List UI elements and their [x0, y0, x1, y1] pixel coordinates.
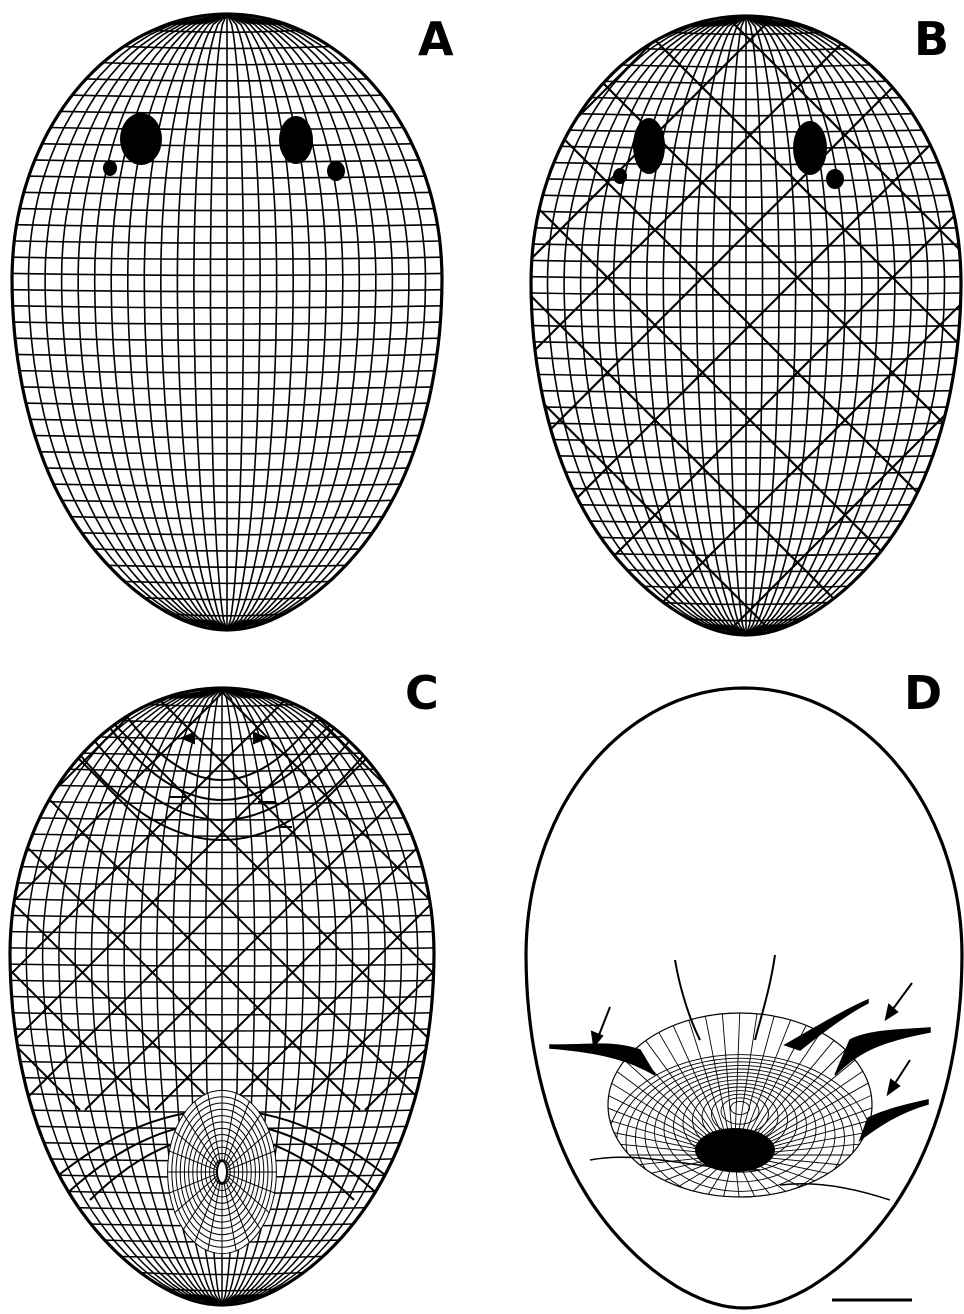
cup-grid — [600, 1005, 880, 1239]
oral-swirl — [167, 1090, 277, 1254]
panel-label-b: B — [914, 16, 949, 62]
cell-grid — [527, 16, 964, 635]
cirrus — [550, 1044, 655, 1075]
spot — [633, 118, 665, 174]
spot — [120, 113, 162, 165]
panel-label-a: A — [418, 16, 454, 62]
arrow-icon — [182, 733, 194, 743]
cirrus — [675, 960, 700, 1040]
spot — [103, 160, 117, 176]
arrow-icon — [888, 1080, 899, 1094]
dark-spots — [103, 113, 345, 181]
panel-label-d: D — [904, 670, 942, 716]
panel-d — [526, 688, 962, 1308]
panel-a — [8, 14, 446, 630]
cirrus — [780, 1184, 890, 1200]
panel-c — [0, 688, 855, 1305]
spot — [793, 121, 827, 175]
panel-label-c: C — [405, 670, 439, 716]
spot — [613, 168, 627, 184]
panel-b — [0, 0, 964, 700]
cirrus — [755, 955, 775, 1040]
spot — [327, 161, 345, 181]
spot — [826, 169, 844, 189]
cell-grid — [8, 14, 446, 630]
dark-spots — [613, 118, 844, 189]
cell-outline — [526, 688, 962, 1308]
oral-cup — [600, 1005, 880, 1239]
cirrus — [860, 1100, 928, 1140]
spot — [279, 116, 313, 164]
cirrus — [835, 1028, 930, 1075]
